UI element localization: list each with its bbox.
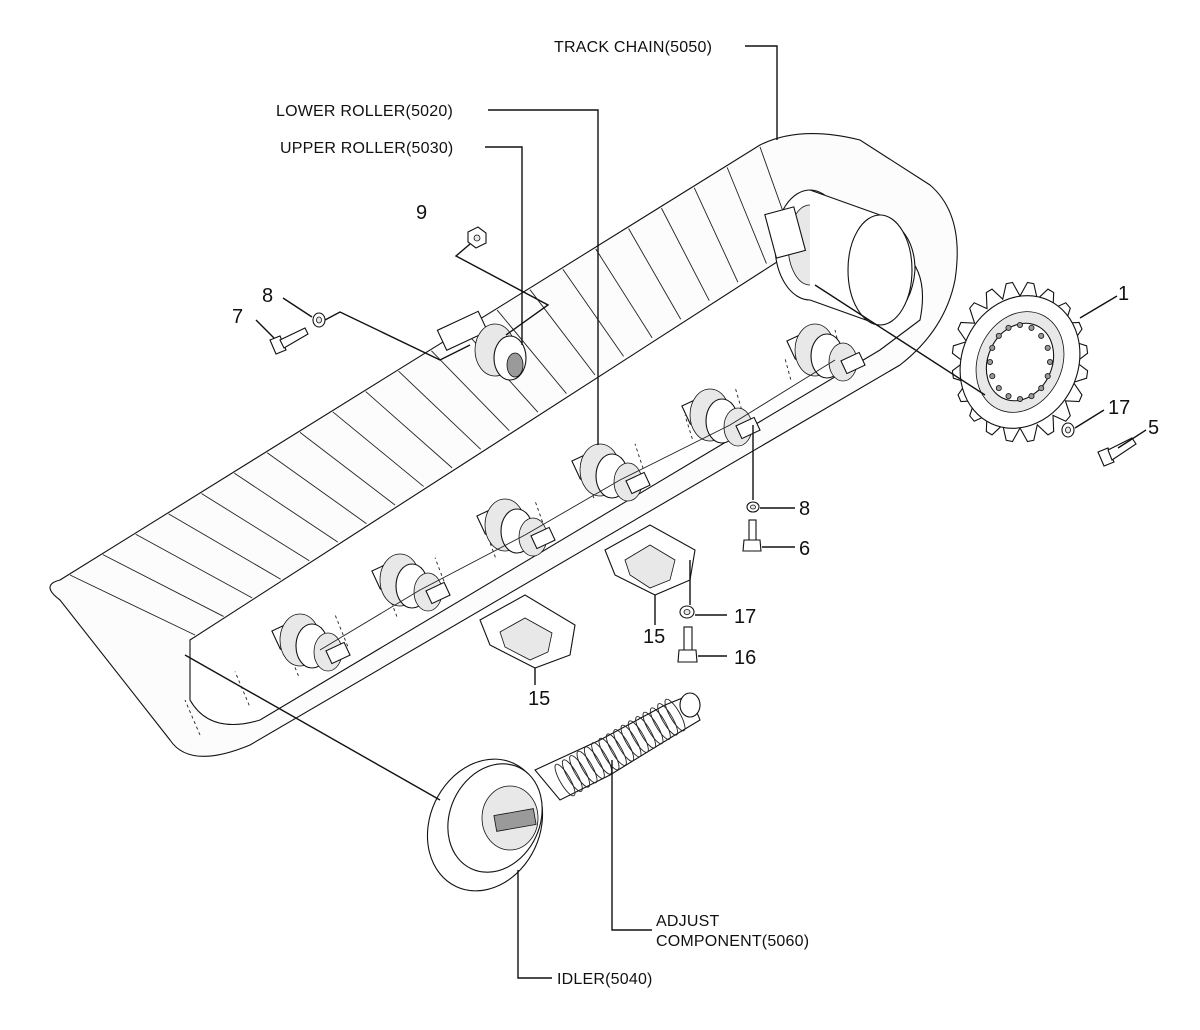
label-idler: IDLER(5040) [557,971,653,988]
final-drive [764,189,916,326]
callout-15-left: 15 [528,688,550,710]
track-chain [49,133,958,757]
callout-16: 16 [734,647,756,669]
track-guard-right [604,524,696,596]
washer-17-mid [679,605,695,619]
callout-8-top: 8 [262,285,273,307]
callout-9: 9 [416,202,427,224]
callout-17-mid: 17 [734,606,756,628]
label-upper-roller: UPPER ROLLER(5030) [280,140,453,157]
leader-lines [184,45,1147,979]
bolt-5 [1097,437,1137,467]
callout-7: 7 [232,306,243,328]
label-lower-roller: LOWER ROLLER(5020) [276,103,453,120]
callout-15-right: 15 [643,626,665,648]
washer-8-mid [746,501,760,513]
washer-17-top [1061,422,1075,438]
adjust-component [534,692,701,801]
callout-5: 5 [1148,417,1159,439]
idler [426,758,544,892]
callout-17-top: 17 [1108,397,1130,419]
label-adjust-line1: ADJUST [656,913,719,930]
upper-roller [436,310,527,381]
callout-1: 1 [1118,283,1129,305]
nut-9 [467,226,487,249]
track-guard-left [479,594,576,669]
bolt-6 [742,519,762,552]
bolt-7 [269,327,309,355]
washer-8-top [312,312,326,328]
label-adjust-line2: COMPONENT(5060) [656,933,809,950]
bolt-16 [677,626,698,663]
lower-rollers [271,323,866,672]
callout-8-mid: 8 [799,498,810,520]
callout-6: 6 [799,538,810,560]
sprocket [951,281,1089,443]
label-track-chain: TRACK CHAIN(5050) [554,39,712,56]
